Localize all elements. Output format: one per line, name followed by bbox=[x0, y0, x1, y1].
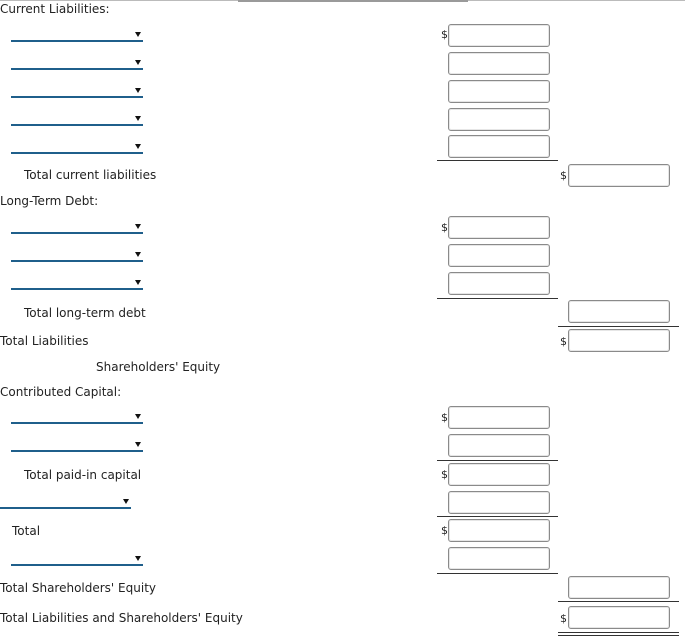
total-rule bbox=[558, 326, 679, 327]
equity-adjustment-dropdown[interactable] bbox=[11, 552, 143, 566]
subtotal-rule bbox=[437, 460, 558, 461]
total-rule bbox=[558, 601, 679, 602]
total-current-liabilities-amount[interactable] bbox=[568, 164, 670, 187]
total-shareholders-equity-label: Total Shareholders' Equity bbox=[0, 581, 156, 595]
long-term-debt-dropdown-3[interactable] bbox=[11, 276, 143, 290]
total-amount[interactable] bbox=[448, 519, 550, 542]
dollar-sign: $ bbox=[560, 612, 567, 625]
chevron-down-icon bbox=[135, 280, 141, 285]
equity-adjustment-amount[interactable] bbox=[448, 547, 550, 570]
subtotal-rule bbox=[437, 160, 558, 161]
equity-dropdown[interactable] bbox=[0, 495, 131, 509]
chevron-down-icon bbox=[135, 252, 141, 257]
total-liabilities-and-equity-label: Total Liabilities and Shareholders' Equi… bbox=[0, 611, 243, 625]
current-liability-dropdown-2[interactable] bbox=[11, 56, 143, 70]
total-paid-in-capital-amount[interactable] bbox=[448, 463, 550, 486]
subtotal-rule bbox=[437, 573, 558, 574]
current-liabilities-heading: Current Liabilities: bbox=[0, 2, 110, 16]
dollar-sign: $ bbox=[441, 28, 448, 41]
long-term-debt-amount-2[interactable] bbox=[448, 244, 550, 267]
double-rule-bottom bbox=[558, 635, 679, 636]
current-liability-amount-2[interactable] bbox=[448, 52, 550, 75]
chevron-down-icon bbox=[135, 144, 141, 149]
long-term-debt-dropdown-1[interactable] bbox=[11, 220, 143, 234]
dollar-sign: $ bbox=[560, 335, 567, 348]
total-long-term-debt-label: Total long-term debt bbox=[24, 306, 146, 320]
long-term-debt-amount-1[interactable] bbox=[448, 216, 550, 239]
chevron-down-icon bbox=[135, 556, 141, 561]
chevron-down-icon bbox=[135, 442, 141, 447]
total-liabilities-label: Total Liabilities bbox=[0, 334, 89, 348]
chevron-down-icon bbox=[135, 32, 141, 37]
total-liabilities-amount[interactable] bbox=[568, 329, 670, 352]
contributed-capital-amount-1[interactable] bbox=[448, 406, 550, 429]
chevron-down-icon bbox=[135, 116, 141, 121]
chevron-down-icon bbox=[135, 414, 141, 419]
current-liability-dropdown-3[interactable] bbox=[11, 84, 143, 98]
total-shareholders-equity-amount[interactable] bbox=[568, 576, 670, 599]
dollar-sign: $ bbox=[441, 411, 448, 424]
chevron-down-icon bbox=[123, 499, 129, 504]
current-liability-amount-1[interactable] bbox=[448, 24, 550, 47]
total-label: Total bbox=[12, 524, 41, 538]
contributed-capital-dropdown-2[interactable] bbox=[11, 438, 143, 452]
chevron-down-icon bbox=[135, 224, 141, 229]
dollar-sign: $ bbox=[441, 524, 448, 537]
dollar-sign: $ bbox=[441, 221, 448, 234]
current-liability-amount-3[interactable] bbox=[448, 80, 550, 103]
top-tab-strip bbox=[238, 0, 468, 2]
shareholders-equity-heading: Shareholders' Equity bbox=[96, 360, 221, 374]
total-liabilities-and-equity-amount[interactable] bbox=[568, 606, 670, 629]
total-current-liabilities-label: Total current liabilities bbox=[24, 168, 157, 182]
current-liability-amount-5[interactable] bbox=[448, 135, 550, 158]
equity-amount[interactable] bbox=[448, 491, 550, 514]
contributed-capital-dropdown-1[interactable] bbox=[11, 410, 143, 424]
dollar-sign: $ bbox=[441, 468, 448, 481]
chevron-down-icon bbox=[135, 88, 141, 93]
dollar-sign: $ bbox=[560, 169, 567, 182]
chevron-down-icon bbox=[135, 60, 141, 65]
long-term-debt-heading: Long-Term Debt: bbox=[0, 194, 99, 208]
current-liability-dropdown-1[interactable] bbox=[11, 28, 143, 42]
contributed-capital-amount-2[interactable] bbox=[448, 434, 550, 457]
current-liability-dropdown-5[interactable] bbox=[11, 140, 143, 154]
subtotal-rule bbox=[437, 516, 558, 517]
total-paid-in-capital-label: Total paid-in capital bbox=[24, 468, 142, 482]
double-rule-top bbox=[558, 632, 679, 633]
contributed-capital-heading: Contributed Capital: bbox=[0, 385, 122, 399]
current-liability-dropdown-4[interactable] bbox=[11, 112, 143, 126]
long-term-debt-dropdown-2[interactable] bbox=[11, 248, 143, 262]
total-long-term-debt-amount[interactable] bbox=[568, 300, 670, 323]
subtotal-rule bbox=[437, 298, 558, 299]
long-term-debt-amount-3[interactable] bbox=[448, 272, 550, 295]
current-liability-amount-4[interactable] bbox=[448, 108, 550, 131]
